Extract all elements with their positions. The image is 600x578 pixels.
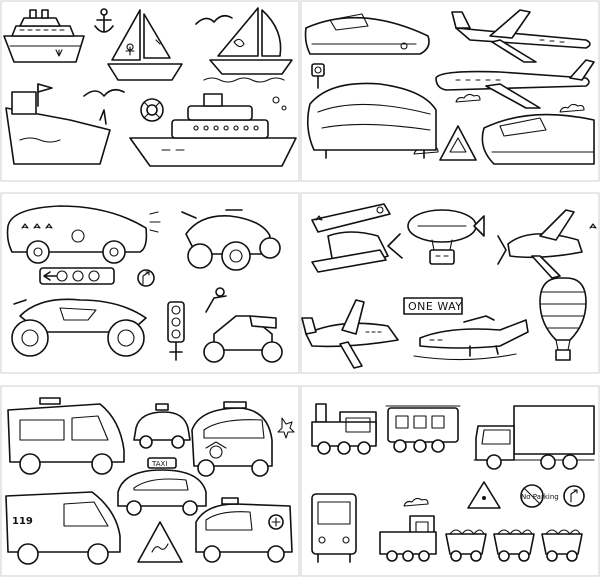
scooter-icon [203,287,283,363]
anchor-icon [94,8,114,33]
airship-icon [407,209,485,265]
airplane-top-icon [451,9,591,63]
police-van-icon [7,397,125,475]
no-parking-sign-label: No Parking [521,493,559,501]
freight-train-icon [379,515,583,562]
cloud-small-icon [403,497,429,507]
panel-boats [3,7,297,167]
ambulance-small-icon [195,497,293,563]
radiation-sign-icon [467,481,501,509]
traffic-light-small-icon [311,63,325,89]
jet-plane-icon [301,299,399,369]
quad-bike-icon [181,209,281,271]
bullet-train-side-icon [481,113,595,165]
no-parking-sign-icon: No Parking [520,484,559,508]
cruise-ship-icon [3,9,85,63]
steam-locomotive-icon [311,403,377,455]
cargo-ship-icon [5,83,111,165]
life-ring-icon [140,98,164,122]
seaplane-icon [413,315,529,361]
ambulance-icon: 119 [5,491,121,565]
one-way-sign-label: ONE WAY [408,300,463,313]
propeller-plane-icon [497,209,597,279]
direction-sign-icon [137,269,155,287]
traffic-light-horizontal-icon [39,267,115,285]
panel-cars-bikes [6,205,283,363]
taxi-icon: TAXI [117,457,207,516]
passenger-car-icon [385,405,461,453]
police-suv-icon [191,401,295,477]
box-truck-icon [473,405,595,470]
taxi-sign-label: TAXI [151,460,167,468]
panel-aircraft: ONE WAY [301,203,597,369]
panel-trains-planes [304,9,595,165]
turn-arrow-sign-icon [563,485,585,507]
airliner-icon [435,59,595,109]
sailboat-large-icon [203,7,293,83]
race-car-icon [6,205,161,264]
bus-front-icon [311,493,357,563]
ambulance-number-label: 119 [12,516,33,527]
biplane-icon [311,203,403,273]
sailboat-small-icon [107,9,183,81]
bullet-train-front-icon [306,82,437,159]
ocean-liner-icon [129,93,297,167]
seagull-icon [83,14,233,97]
one-way-sign: ONE WAY [403,297,463,315]
panel-trains-trucks: No Parking [311,403,595,563]
panel-emergency: TAXI 119 [5,397,295,565]
hot-air-balloon-icon [539,277,587,361]
traffic-light-vertical-icon [167,301,185,361]
bullet-train-icon [304,13,430,55]
motorcycle-icon [11,298,147,357]
police-car-small-icon [133,403,191,449]
slippery-road-sign-icon [137,521,183,563]
warning-triangle-icon [439,125,477,161]
